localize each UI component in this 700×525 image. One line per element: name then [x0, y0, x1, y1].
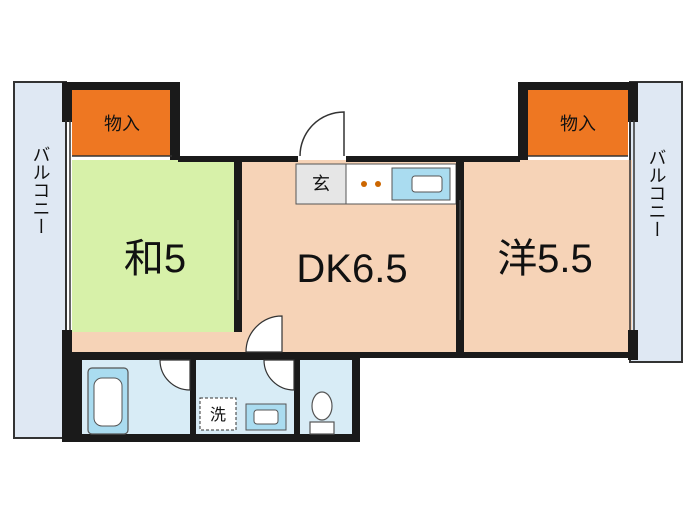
entrance-door-icon [299, 111, 345, 157]
label-storage-right: 物入 [560, 114, 596, 135]
bath-door-icon [159, 359, 191, 391]
label-washer: 洗 [210, 405, 226, 424]
stove-burner-icon [375, 181, 381, 187]
room-washitsu [72, 160, 238, 332]
stove-burner-icon [361, 181, 367, 187]
bathtub-inner-icon [93, 377, 123, 427]
label-entrance: 玄 [312, 174, 330, 195]
room-yoshitsu [460, 160, 632, 352]
wash-door-icon [263, 359, 295, 391]
storage-right [528, 90, 628, 156]
toilet-bowl-icon [311, 391, 333, 421]
sliding-doors [120, 155, 590, 320]
label-balcony-right: バルコニー [646, 148, 667, 238]
washer-spot [199, 397, 237, 431]
hall-door-icon [245, 315, 283, 353]
label-dk: DK6.5 [296, 247, 407, 291]
toilet-tank-icon [309, 421, 335, 435]
entrance-area [295, 163, 347, 205]
label-storage-left: 物入 [104, 114, 140, 135]
storage-left [72, 90, 172, 156]
balcony-left [13, 81, 67, 439]
label-balcony-left: バルコニー [30, 145, 51, 235]
washitsu-lower-strip [72, 332, 238, 352]
sink-basin-icon [411, 175, 443, 193]
wash-basin-bowl-icon [253, 409, 279, 425]
label-yoshitsu: 洋5.5 [497, 237, 593, 281]
label-washitsu: 和5 [124, 237, 186, 281]
balcony-right [629, 81, 683, 363]
